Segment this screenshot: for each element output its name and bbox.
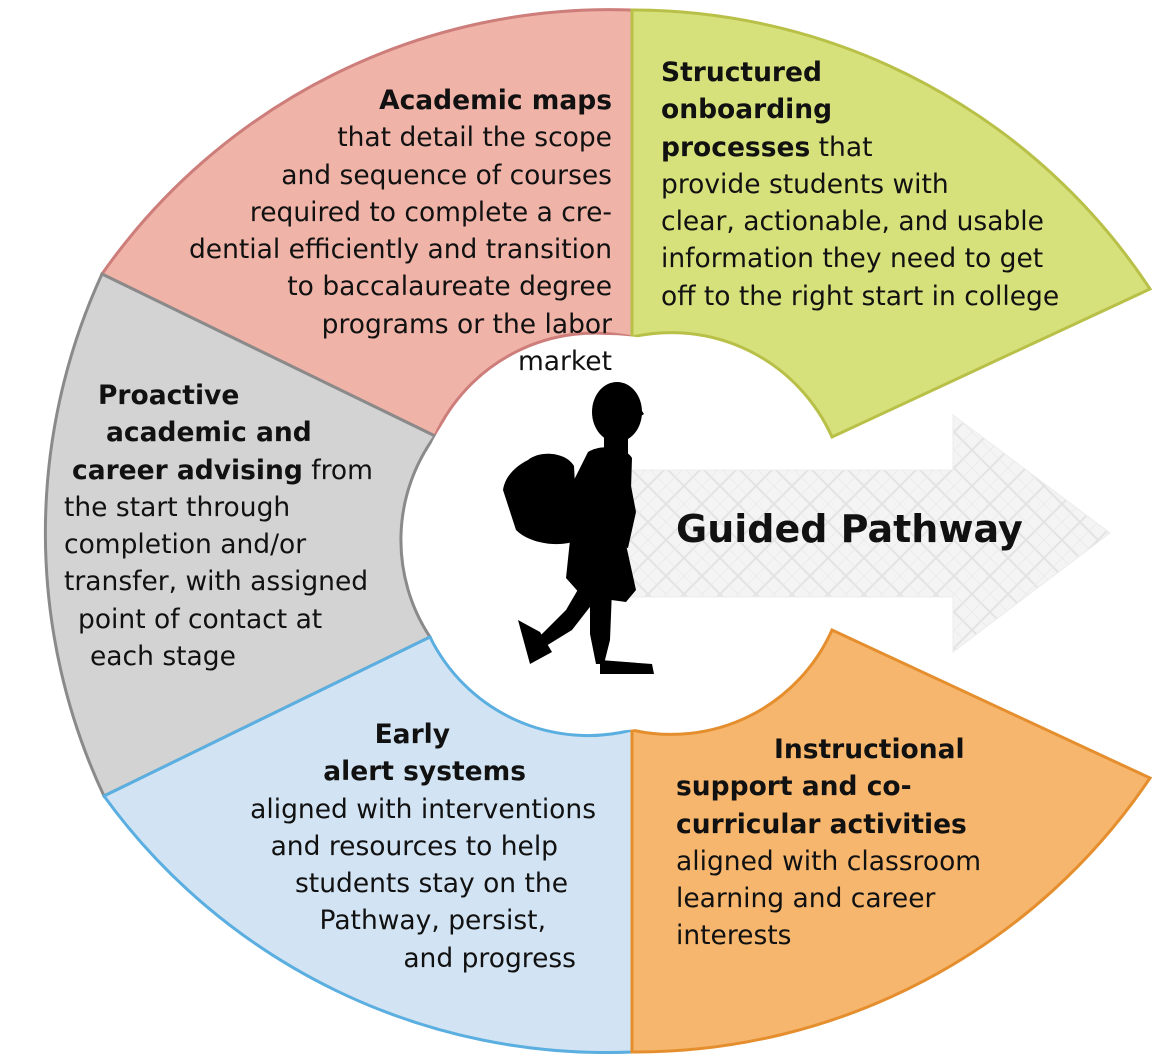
early-alert-description: Pathway, persist,	[319, 905, 546, 937]
structured-onboarding-line: off to the right start in college	[661, 278, 1131, 315]
instructional-support-line: curricular activities	[676, 806, 1126, 843]
academic-maps-line: that detail the scope	[160, 119, 612, 156]
instructional-support-line: Instructional	[676, 731, 1126, 768]
early-alert-line: and progress	[150, 940, 596, 977]
proactive-advising-line: completion and/or	[64, 526, 424, 563]
instructional-support-heading: support and co-	[676, 771, 912, 803]
instructional-support-heading: Instructional	[774, 734, 965, 765]
early-alert-description: and progress	[403, 942, 576, 974]
academic-maps-line: programs or the labor	[160, 306, 612, 343]
proactive-advising-line: Proactive	[64, 377, 424, 414]
instructional-support-heading: curricular activities	[676, 808, 967, 840]
structured-onboarding-description: that	[810, 131, 873, 163]
proactive-advising-description: point of contact at	[78, 603, 323, 635]
instructional-support-description: learning and career	[676, 883, 936, 915]
early-alert-description: and resources to help	[270, 830, 558, 862]
instructional-support-line: learning and career	[676, 880, 1126, 917]
structured-onboarding-line: Structured	[661, 54, 1131, 91]
academic-maps-line: and sequence of courses	[160, 157, 612, 194]
structured-onboarding-description: clear, actionable, and usable	[661, 206, 1044, 238]
academic-maps-line: dential efficiently and transition	[160, 231, 612, 268]
proactive-advising-segment	[43, 271, 438, 799]
academic-maps-segment	[99, 8, 634, 439]
proactive-advising-description: from	[302, 454, 373, 486]
proactive-advising-description: completion and/or	[64, 529, 307, 561]
instructional-support-line: interests	[676, 917, 1126, 954]
proactive-advising-line: point of contact at	[64, 601, 424, 638]
structured-onboarding-description: off to the right start in college	[661, 280, 1060, 312]
pathway-arrow	[621, 413, 1111, 654]
proactive-advising-heading: academic and	[106, 417, 312, 449]
early-alert-description: aligned with interventions	[250, 793, 596, 825]
early-alert-text: Early alert systems aligned with intervent…	[150, 716, 596, 977]
structured-onboarding-description: provide students with	[661, 168, 949, 200]
academic-maps-line: market	[160, 343, 612, 380]
structured-onboarding-line: information they need to get	[661, 240, 1131, 277]
instructional-support-text: Instructional support and co-curricular a…	[676, 731, 1126, 955]
proactive-advising-line: transfer, with assigned	[64, 563, 424, 600]
structured-onboarding-heading: onboarding	[661, 94, 833, 126]
structured-onboarding-line: onboarding	[661, 91, 1131, 128]
academic-maps-description: that detail the scope	[337, 122, 612, 154]
proactive-advising-heading: Proactive	[98, 380, 240, 411]
structured-onboarding-heading: processes	[661, 131, 811, 163]
proactive-advising-line: career advising from	[64, 452, 424, 489]
proactive-advising-line: each stage	[64, 638, 424, 675]
structured-onboarding-description: information they need to get	[661, 243, 1044, 275]
academic-maps-description: and sequence of courses	[281, 159, 612, 191]
academic-maps-text: Academic maps that detail the scope and se…	[160, 82, 612, 380]
instructional-support-description: aligned with classroom	[676, 845, 982, 877]
academic-maps-line: to baccalaureate degree	[160, 268, 612, 305]
proactive-advising-heading: career advising	[72, 454, 303, 486]
structured-onboarding-line: provide students with	[661, 166, 1131, 203]
early-alert-description: students stay on the	[295, 868, 568, 900]
early-alert-line: students stay on the	[150, 865, 596, 902]
academic-maps-description: market	[517, 346, 612, 378]
early-alert-heading: alert systems	[323, 756, 526, 788]
academic-maps-description: dential efficiently and transition	[188, 234, 612, 266]
structured-onboarding-segment	[630, 8, 1152, 440]
proactive-advising-line: the start through	[64, 489, 424, 526]
early-alert-heading: Early	[374, 719, 450, 750]
guided-pathway-label: Guided Pathway	[676, 507, 1023, 551]
academic-maps-line: Academic maps	[160, 82, 612, 119]
instructional-support-line: aligned with classroom	[676, 843, 1126, 880]
early-alert-line: Pathway, persist,	[150, 902, 596, 939]
early-alert-line: and resources to help	[150, 828, 596, 865]
proactive-advising-description: each stage	[90, 641, 236, 673]
instructional-support-description: interests	[676, 920, 792, 952]
instructional-support-line: support and co-	[676, 768, 1126, 805]
structured-onboarding-line: processes that	[661, 129, 1131, 166]
academic-maps-line: required to complete a cre-	[160, 194, 612, 231]
proactive-advising-line: academic and	[64, 414, 424, 451]
proactive-advising-description: transfer, with assigned	[64, 566, 369, 598]
student-silhouette-icon	[503, 382, 654, 674]
structured-onboarding-line: clear, actionable, and usable	[661, 203, 1131, 240]
structured-onboarding-heading: Structured	[661, 57, 822, 88]
early-alert-segment	[101, 634, 634, 1054]
instructional-support-segment	[630, 627, 1152, 1054]
academic-maps-heading: Academic maps	[379, 85, 612, 116]
early-alert-line: aligned with interventions	[150, 791, 596, 828]
academic-maps-description: required to complete a cre-	[249, 196, 612, 228]
academic-maps-description: to baccalaureate degree	[287, 271, 612, 303]
proactive-advising-description: the start through	[64, 491, 291, 523]
early-alert-line: alert systems	[150, 753, 596, 790]
early-alert-line: Early	[150, 716, 596, 753]
academic-maps-description: programs or the labor	[321, 308, 612, 340]
